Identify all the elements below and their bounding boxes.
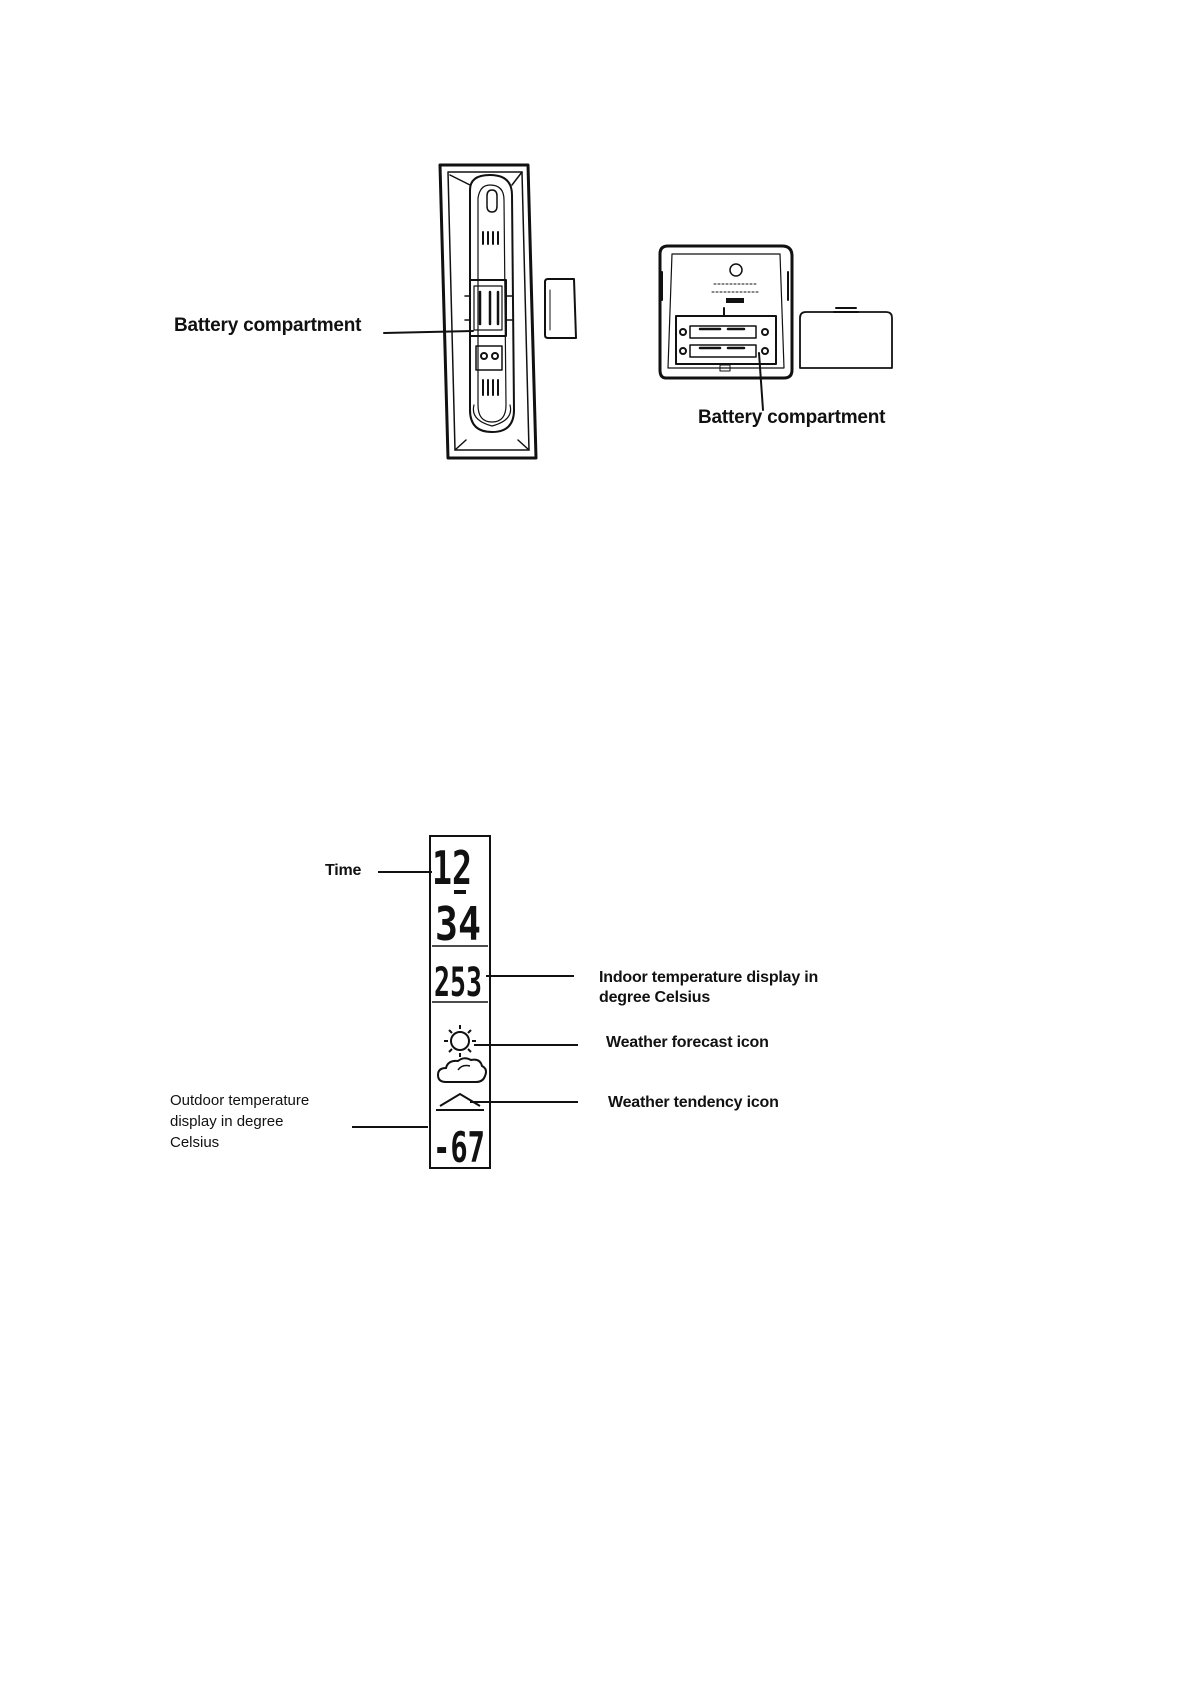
label-battery-compartment-right: Battery compartment: [698, 407, 885, 429]
lcd-indoor-temp: 253: [434, 960, 482, 1006]
lcd-hour: 12: [432, 841, 472, 895]
label-outdoor-line1: Outdoor temperature: [170, 1090, 309, 1111]
label-outdoor-line3: Celsius: [170, 1132, 309, 1153]
lcd-outdoor-temp: -67: [433, 1123, 485, 1172]
lcd-minute: 34: [435, 897, 481, 951]
leader-battery-left: [384, 331, 473, 333]
leader-battery-right: [759, 353, 763, 410]
display-unit-back: [440, 165, 536, 458]
label-indoor-line2: degree Celsius: [599, 988, 818, 1008]
sensor-unit-back: [660, 246, 792, 378]
tendency-up-icon: [440, 1094, 480, 1106]
label-outdoor-line2: display in degree: [170, 1111, 309, 1132]
label-weather-forecast: Weather forecast icon: [606, 1034, 769, 1052]
label-outdoor-temp: Outdoor temperature display in degree Ce…: [170, 1090, 309, 1153]
label-weather-tendency: Weather tendency icon: [608, 1094, 779, 1112]
label-time: Time: [325, 862, 361, 880]
battery-cover-right: [800, 312, 892, 368]
sun-icon: [444, 1025, 476, 1057]
cloud-icon: [438, 1058, 486, 1082]
label-indoor-temp: Indoor temperature display in degree Cel…: [599, 968, 818, 1008]
label-indoor-line1: Indoor temperature display in: [599, 968, 818, 988]
label-battery-compartment-left: Battery compartment: [174, 315, 361, 337]
